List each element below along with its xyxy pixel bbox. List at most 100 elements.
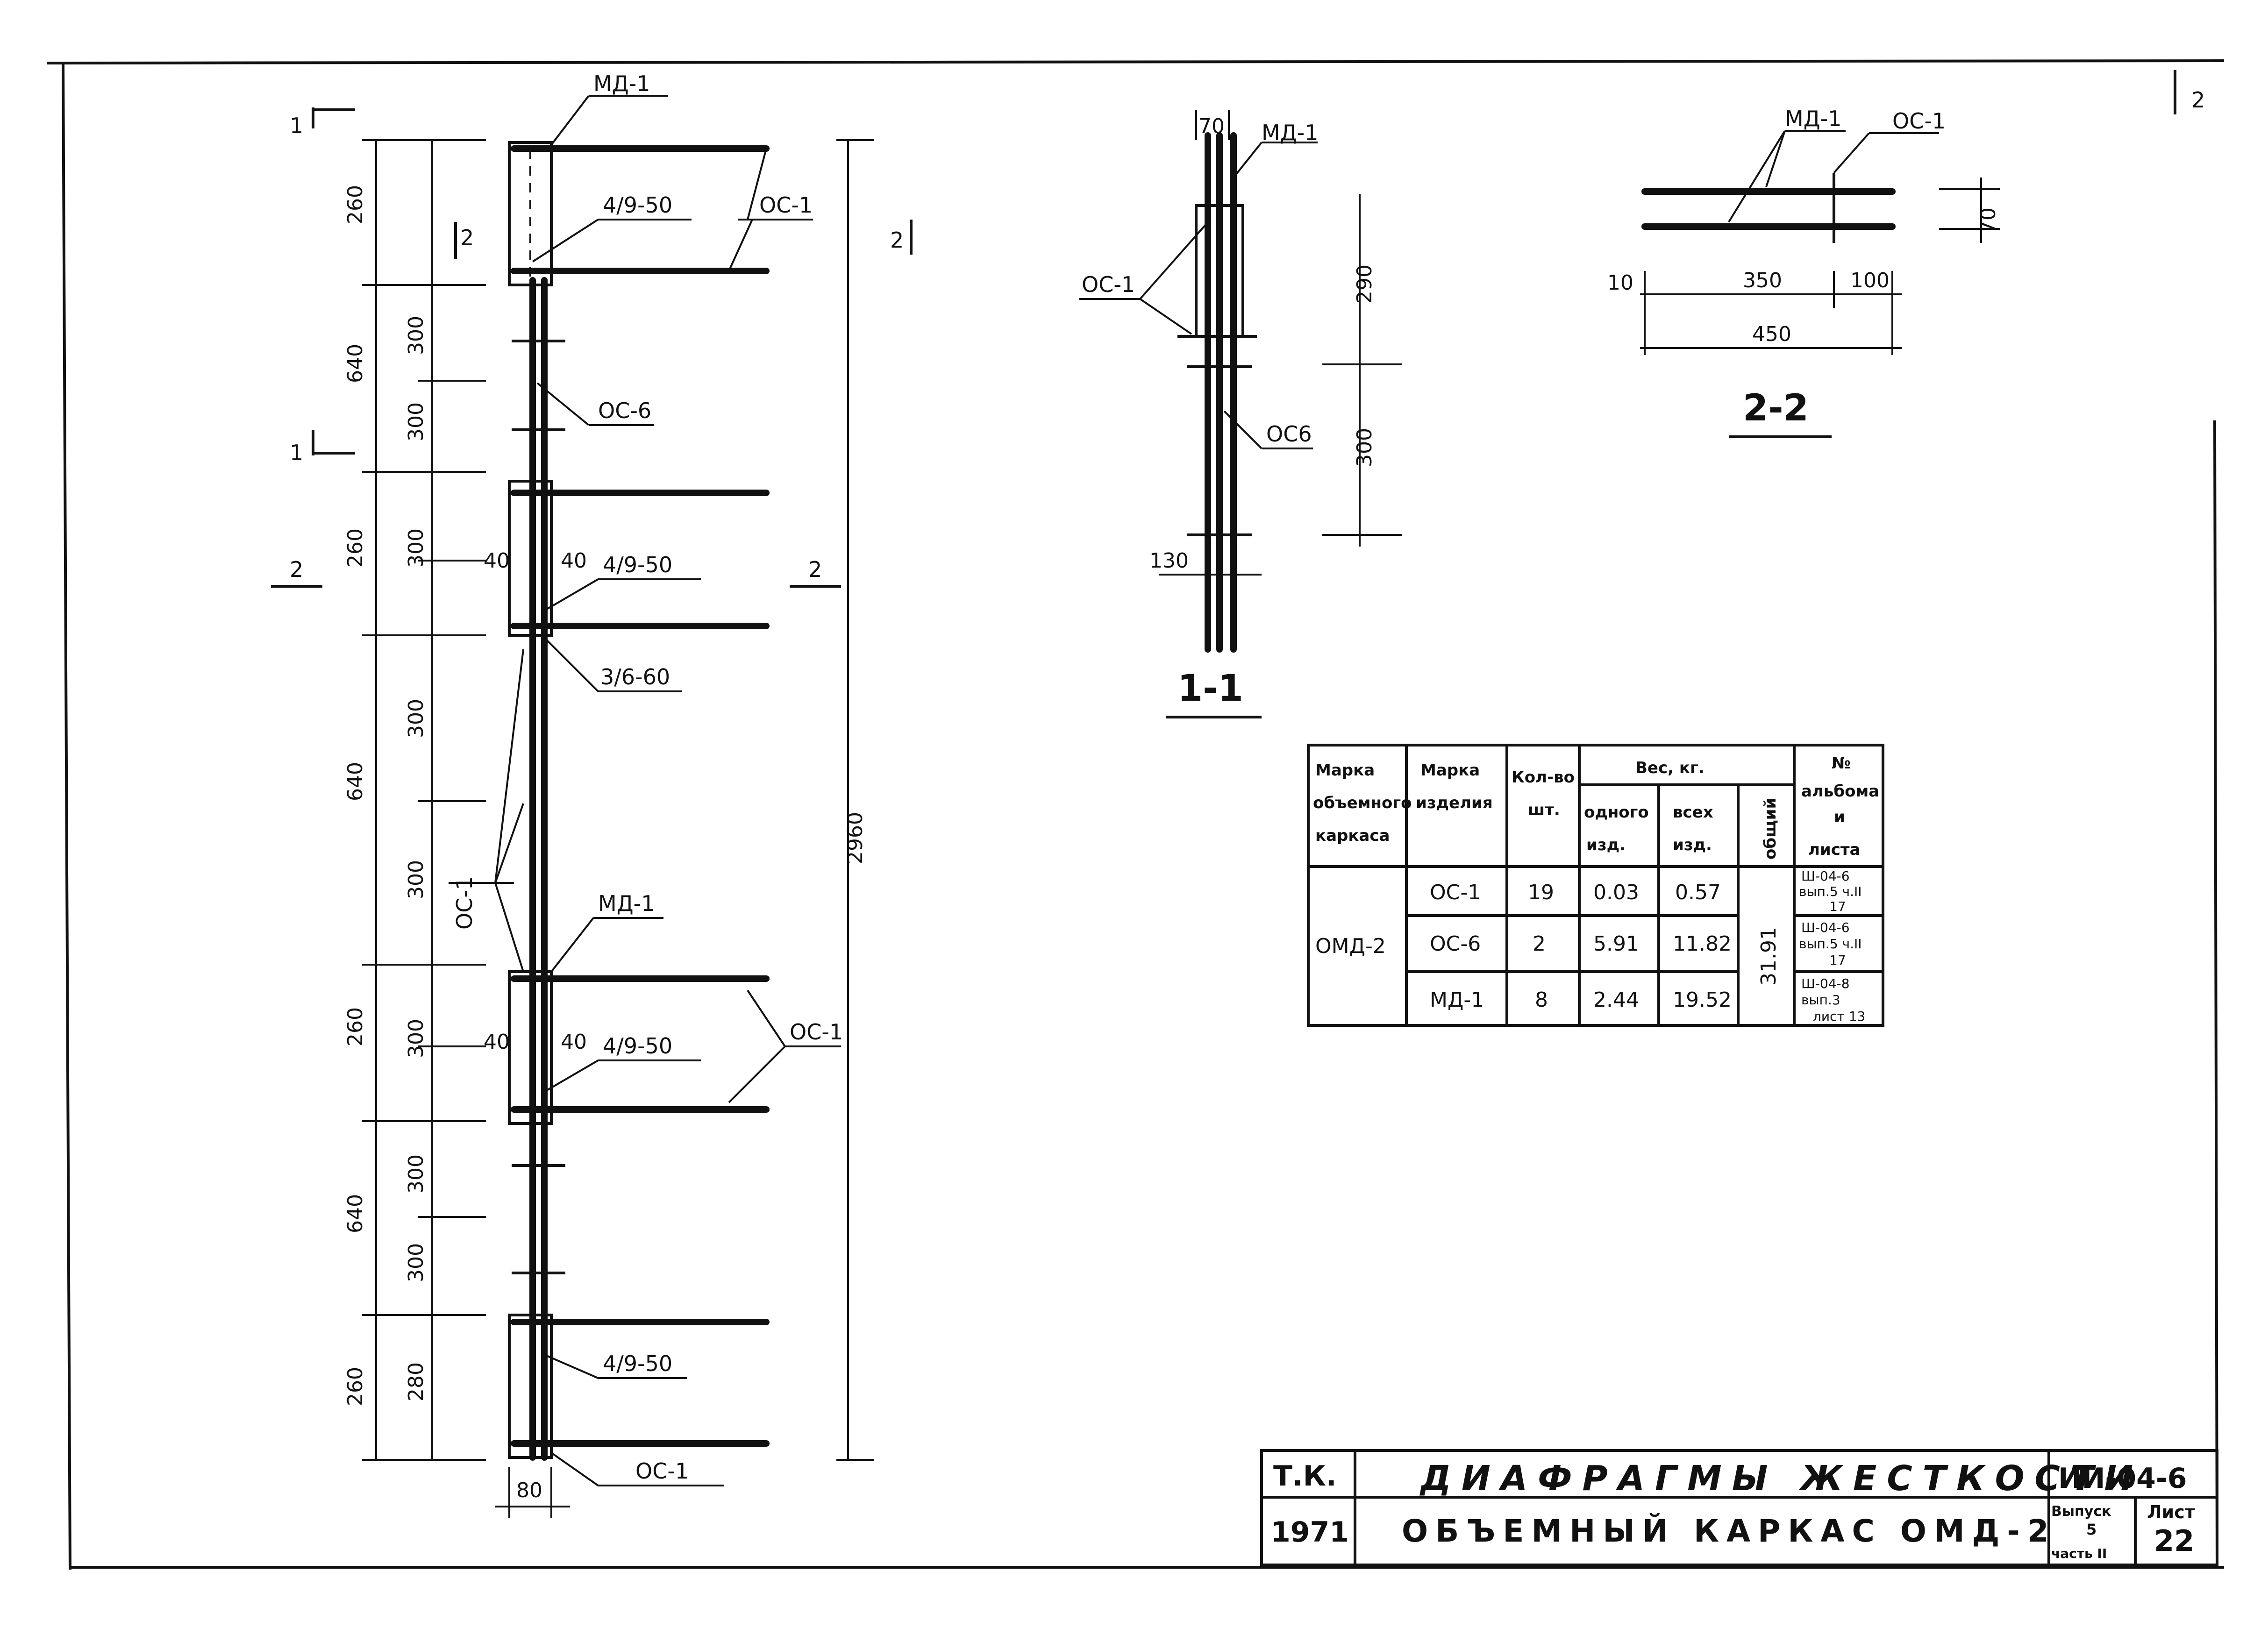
- section-mark-2-top-right: 2: [890, 227, 904, 253]
- row1-all: 0.57: [1675, 881, 1721, 904]
- row1-item: ОС-1: [1430, 881, 1481, 904]
- dim-left-4: 640: [343, 762, 367, 801]
- row3-qty: 8: [1535, 988, 1548, 1012]
- dim-40-c: 40: [484, 1030, 510, 1054]
- th-one-2: изд.: [1586, 836, 1626, 854]
- row1-qty: 19: [1528, 881, 1554, 904]
- s11-dim-300: 300: [1353, 428, 1376, 467]
- section-mark-2-right: 2: [808, 557, 822, 582]
- title-block: Т.К. 1971 ДИАФРАГМЫ ЖЕСТКОСТИ ОБЪЕМНЫЙ К…: [1260, 1449, 2218, 1566]
- row2-one: 5.91: [1593, 932, 1639, 956]
- s11-dim-70: 70: [1198, 114, 1225, 138]
- row3-all: 19.52: [1673, 988, 1732, 1012]
- s22-dim-350: 350: [1743, 269, 1782, 292]
- section-mark-2-left: 2: [290, 557, 303, 582]
- section-mark-1-top: 1: [290, 113, 303, 138]
- th-frame-1: Марка: [1315, 761, 1375, 780]
- th-album-4: листа: [1808, 840, 1861, 859]
- s22-dim-450: 450: [1752, 322, 1791, 346]
- row2-qty: 2: [1533, 932, 1546, 956]
- th-item-1: Марка: [1420, 761, 1480, 780]
- dim-left-1: 260: [343, 185, 367, 224]
- row3-item: МД-1: [1430, 988, 1484, 1012]
- tb-sheet: 22: [2154, 1524, 2194, 1558]
- tb-title-1: ДИАФРАГМЫ ЖЕСТКОСТИ: [1419, 1458, 2143, 1499]
- row2-album-2: вып.5 ч.II: [1799, 936, 1862, 952]
- dim-inner-2: 300: [404, 402, 428, 441]
- s22-dim-70: 70: [1976, 207, 2000, 234]
- s11-dim-290: 290: [1353, 264, 1376, 304]
- main-elevation: 2960 260 640 260 640 260 640 260 300 300…: [271, 71, 913, 1518]
- dim-left-3: 260: [343, 528, 367, 568]
- row1-album-1: Ш-04-6: [1801, 868, 1850, 884]
- dim-inner-4: 300: [404, 699, 428, 738]
- tb-issue-label: Выпуск: [2051, 1503, 2111, 1520]
- th-album-2: альбома: [1801, 782, 1879, 801]
- callout-frac-5: 4/9-50: [603, 1351, 672, 1376]
- s22-md1: МД-1: [1785, 106, 1842, 131]
- dim-left-2: 640: [343, 344, 367, 383]
- th-album-1: №: [1832, 754, 1851, 773]
- tb-tk: Т.К.: [1273, 1460, 1337, 1493]
- th-one-1: одного: [1584, 803, 1649, 822]
- callout-frac-3-60: 3/6-60: [600, 664, 670, 690]
- s22-dim-10: 10: [1607, 271, 1633, 295]
- cell-total-weight: 31.91: [1757, 927, 1781, 986]
- th-all-1: всех: [1673, 803, 1713, 822]
- dim-40-d: 40: [561, 1030, 587, 1054]
- row1-album-3: 17: [1829, 899, 1846, 914]
- dim-inner-9: 280: [404, 1362, 428, 1401]
- row2-album-1: Ш-04-6: [1801, 920, 1850, 935]
- s11-dim-130: 130: [1149, 549, 1189, 573]
- callout-frac-2: 4/9-50: [603, 552, 672, 577]
- th-frame-2: объемного: [1313, 794, 1412, 812]
- th-qty-1: Кол-во: [1512, 768, 1575, 787]
- section-mark-2-top: 2: [460, 225, 474, 250]
- callout-md1-top: МД-1: [593, 71, 650, 96]
- section-1-1: 70 МД-1 ОС-1 290 300 ОС6 130 1-1: [1079, 110, 1402, 718]
- dim-left-7: 260: [343, 1367, 367, 1406]
- dim-80: 80: [516, 1479, 542, 1502]
- tb-part: часть II: [2051, 1546, 2107, 1561]
- row1-one: 0.03: [1593, 881, 1639, 904]
- tb-year: 1971: [1271, 1516, 1349, 1549]
- callout-os1-top: ОС-1: [759, 192, 813, 218]
- s22-os1: ОС-1: [1892, 108, 1946, 134]
- s22-dim-100: 100: [1850, 269, 1890, 292]
- section-mark-1-mid: 1: [290, 440, 303, 465]
- dim-left-5: 260: [343, 1007, 367, 1046]
- callout-os1-bottom: ОС-1: [635, 1458, 689, 1484]
- dim-40-b: 40: [561, 549, 587, 573]
- dim-inner-5: 300: [404, 860, 428, 899]
- callout-os1-group: ОС-1: [452, 876, 477, 930]
- dim-inner-8: 300: [404, 1243, 428, 1282]
- tb-issue: 5: [2086, 1521, 2097, 1538]
- dim-inner-7: 300: [404, 1154, 428, 1194]
- callout-frac-4: 4/9-50: [603, 1033, 672, 1059]
- th-album-3: и: [1834, 808, 1845, 826]
- callout-md1-mid: МД-1: [598, 891, 655, 916]
- tb-code: ИИ-04-6: [2058, 1462, 2187, 1495]
- corner-mark: 2: [2191, 87, 2205, 113]
- tb-title-2: ОБЪЕМНЫЙ КАРКАС ОМД-2: [1402, 1513, 2056, 1549]
- row3-album-3: лист 13: [1813, 1009, 1865, 1024]
- th-item-2: изделия: [1416, 794, 1493, 812]
- section-2-2: МД-1 ОС-1 70 10 350 100 450 2-2: [1607, 106, 2000, 438]
- row2-album-3: 17: [1829, 953, 1846, 968]
- th-frame-3: каркаса: [1315, 826, 1390, 845]
- row3-one: 2.44: [1593, 988, 1639, 1012]
- callout-frac-top: 4/9-50: [603, 192, 672, 218]
- row1-album-2: вып.5 ч.II: [1799, 884, 1862, 899]
- dim-inner-3: 300: [404, 528, 428, 568]
- s11-os6: ОС6: [1266, 421, 1312, 447]
- row2-all: 11.82: [1673, 932, 1732, 956]
- sheet-frame: 2: [46, 59, 2225, 1570]
- dim-inner-1: 300: [404, 316, 428, 355]
- th-total: общий: [1761, 798, 1780, 860]
- callout-os6: ОС-6: [598, 398, 651, 423]
- cell-frame: ОМД-2: [1315, 934, 1386, 958]
- tb-sheet-label: Лист: [2147, 1502, 2195, 1522]
- th-weight: Вес, кг.: [1635, 759, 1705, 777]
- th-qty-2: шт.: [1528, 801, 1560, 819]
